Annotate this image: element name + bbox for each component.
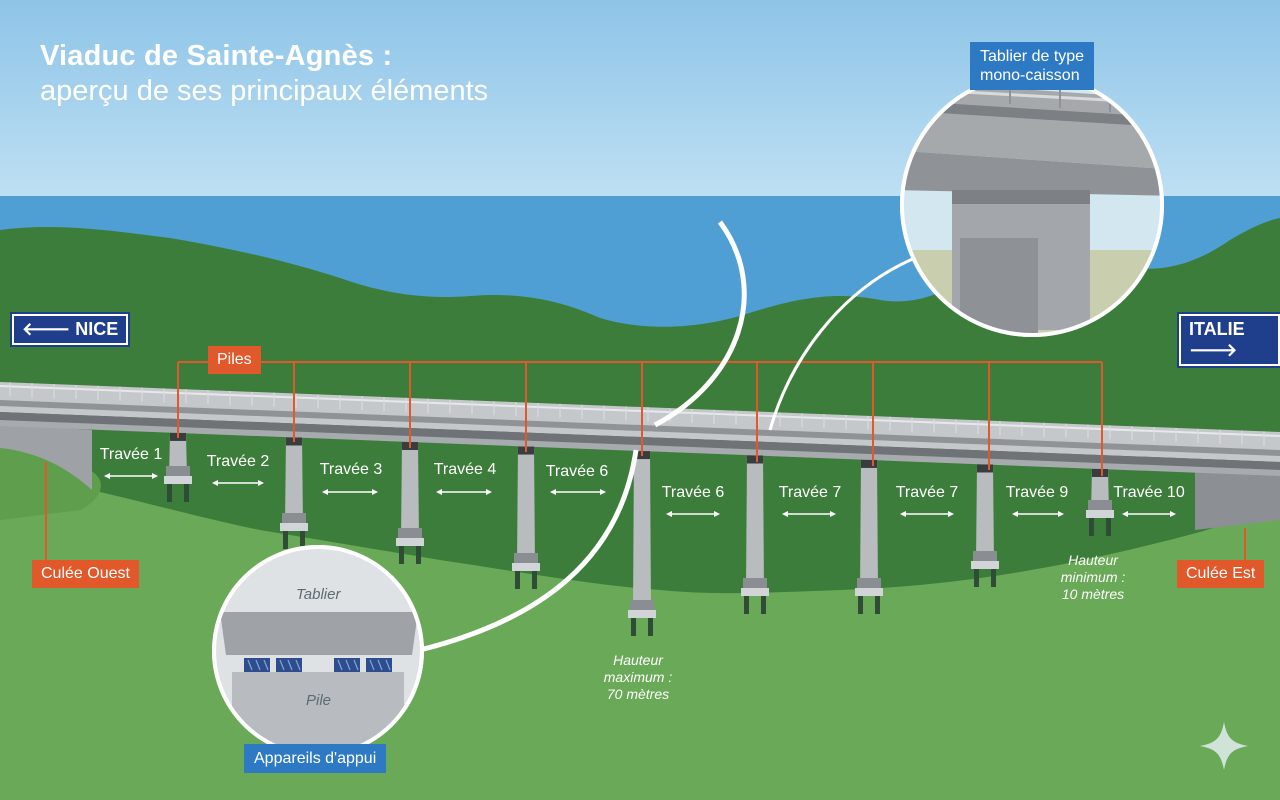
span-label-6: Travée 6 [661,484,725,501]
double-arrow-icon [550,489,606,495]
span-label-4: Travée 4 [433,461,497,478]
pier-9 [1086,468,1114,536]
double-arrow-icon [1012,511,1064,517]
bearing-pads [244,658,392,672]
label-tablier-type: Tablier de type mono-caisson [970,42,1095,91]
culee-est [1195,460,1280,530]
span-arrows [104,473,1176,517]
span-label-1: Travée 1 [99,446,163,463]
callout-curve-top [653,220,747,428]
sign-italie: ITALIE 🡒 [1179,314,1280,366]
diagram-title: Viaduc de Sainte-Agnès : aperçu de ses p… [40,40,488,108]
pier-8 [971,464,999,587]
inset-bearings [212,545,424,757]
sparkle-icon [1200,722,1248,770]
double-arrow-icon [1122,511,1176,517]
callout-curve-top-2 [768,256,916,431]
double-arrow-icon [212,480,264,486]
double-arrow-icon [104,473,158,479]
title-line2: aperçu de ses principaux éléments [40,75,489,107]
inset-box-girder [900,73,1164,337]
double-arrow-icon [322,489,378,495]
title-line1: Viaduc de Sainte-Agnès : [40,40,393,72]
label-culee-est: Culée Est [1177,560,1265,588]
callout-curve-bottom [419,449,639,653]
span-label-5: Travée 6 [545,463,609,480]
pier-1 [164,432,192,502]
inset-label-tablier: Tablier [296,586,341,603]
span-label-2: Travée 2 [206,453,270,470]
pier-6 [741,455,769,614]
note-hauteur-min: Hauteur minimum : 10 mètres [1060,552,1126,602]
pier-7 [855,459,883,614]
label-appareils-appui: Appareils d'appui [244,744,387,774]
double-arrow-icon [436,489,492,495]
span-label-9: Travée 9 [1005,484,1069,501]
inset-label-pile: Pile [306,692,332,709]
label-piles: Piles [208,346,261,374]
sign-nice: 🡐 NICE [12,314,129,345]
piles-bracket [177,361,1103,476]
note-hauteur-max: Hauteur maximum : 70 mètres [603,652,673,702]
span-label-10: Travée 10 [1113,484,1185,501]
label-culee-ouest: Culée Ouest [32,560,139,588]
span-label-8: Travée 7 [895,484,959,501]
span-label-7: Travée 7 [778,484,842,501]
culee-ouest [0,424,92,490]
double-arrow-icon [900,511,954,517]
deck [0,382,1280,476]
double-arrow-icon [666,511,720,517]
span-label-3: Travée 3 [319,461,383,478]
deck-railing [9,382,1265,446]
double-arrow-icon [782,511,836,517]
